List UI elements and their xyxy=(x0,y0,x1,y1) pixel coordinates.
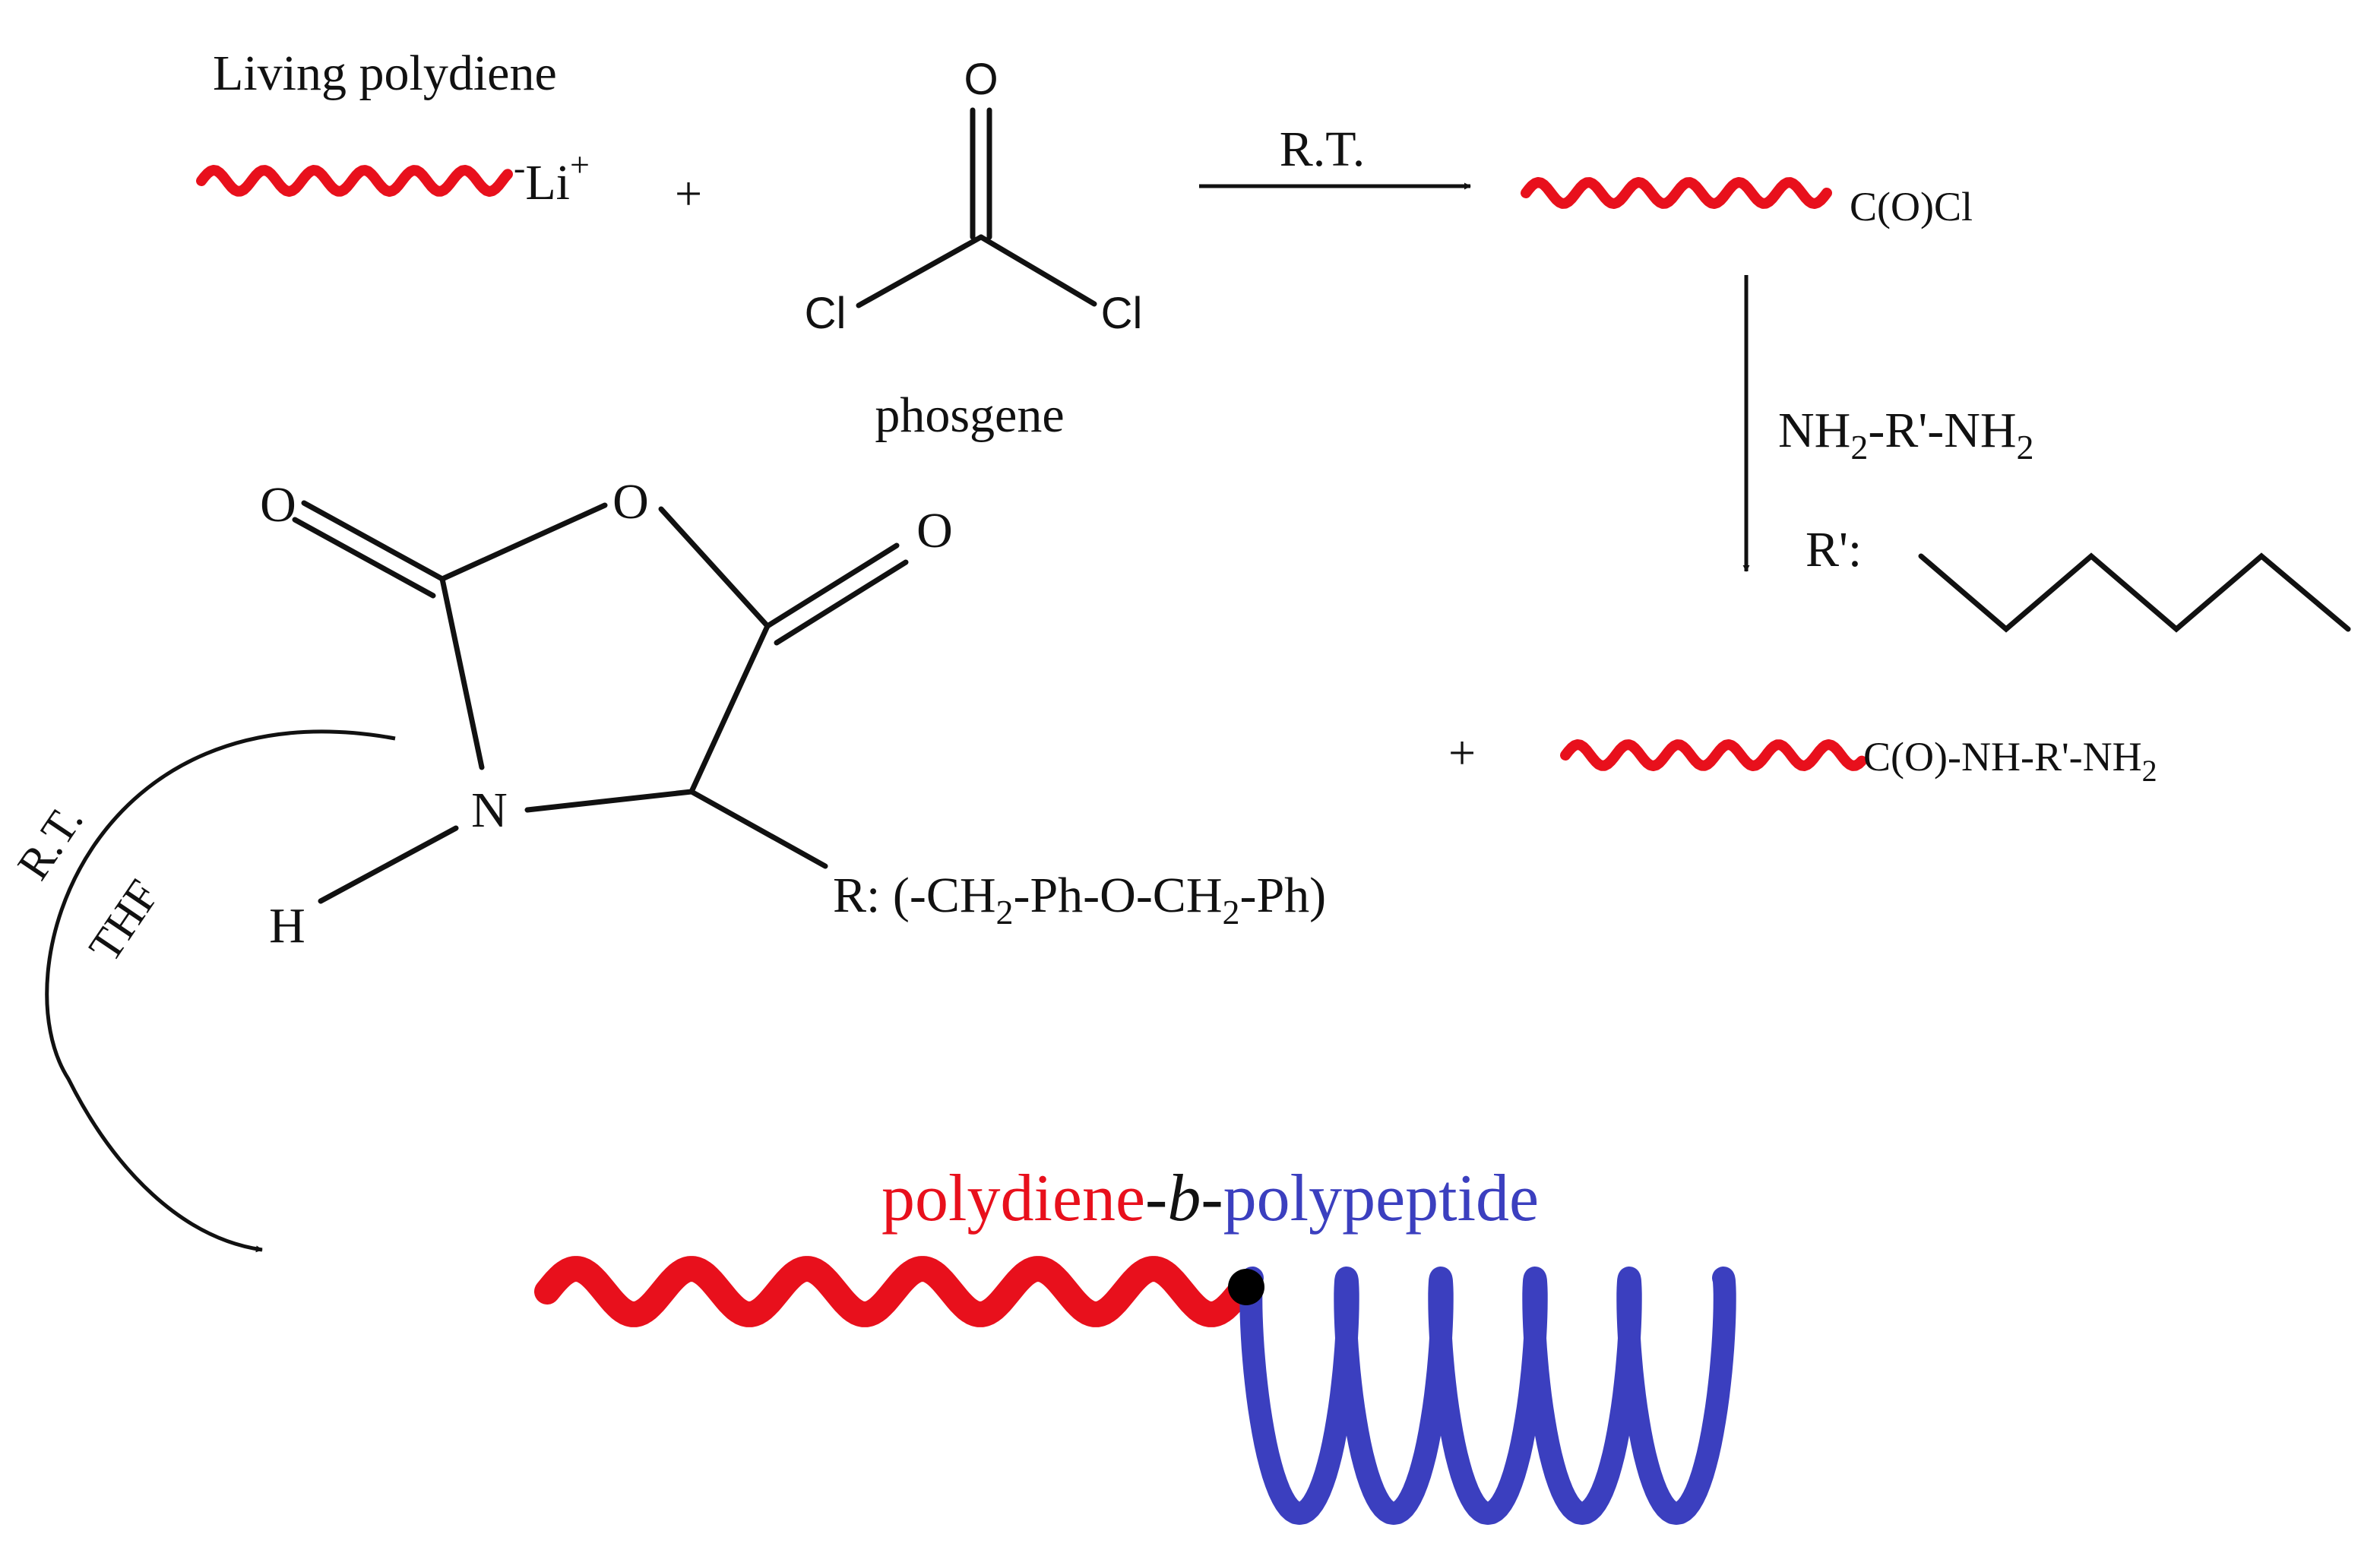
amide-end-subscript: 2 xyxy=(2142,754,2157,788)
li-minus-sign: - xyxy=(514,148,525,187)
nca-carbonyl-right-b xyxy=(774,559,909,646)
r-group-subscript-1: 2 xyxy=(996,893,1014,931)
nca-carbonyl-left-a xyxy=(301,500,445,582)
plus-sign-2: + xyxy=(1448,726,1476,780)
curved-reaction-arrow xyxy=(45,729,396,1253)
phosgene-chlorine-left: Cl xyxy=(805,289,847,338)
thf-solvent: THF xyxy=(79,871,169,970)
rt-condition-curve: R.T. xyxy=(8,796,93,889)
nca-bond-o1-c5 xyxy=(658,506,771,629)
nca-oxygen-right: O xyxy=(916,503,953,558)
diamine-subscript-2: 2 xyxy=(2017,428,2034,466)
phosgene-label: phosgene xyxy=(875,387,1064,443)
product-dash-1: - xyxy=(1145,1162,1167,1235)
polydiene-amide-chain xyxy=(1560,739,1867,771)
nca-bond-c5-c4 xyxy=(688,623,771,795)
nca-bond-c4-n3 xyxy=(524,789,695,813)
nca-carbonyl-right-a xyxy=(764,542,900,629)
nca-r-group: R: (-CH2-Ph-O-CH2-Ph) xyxy=(833,868,1326,931)
nca-bond-n-h xyxy=(318,825,459,904)
r-group-part-c: -Ph) xyxy=(1240,868,1327,923)
r-prime-label: R': xyxy=(1806,522,1862,577)
polydiene-acyl-chloride-chain xyxy=(1521,177,1832,209)
phosgene-chlorine-right: Cl xyxy=(1101,289,1143,338)
nca-nitrogen: N xyxy=(471,783,508,838)
nca-bond-c4-r xyxy=(688,789,828,869)
r-group-part-b: -Ph-O-CH xyxy=(1014,868,1223,923)
nca-bond-c2-o1 xyxy=(439,502,608,582)
nca-bond-n3-c2 xyxy=(439,576,485,770)
diamine-subscript-1: 2 xyxy=(1850,428,1868,466)
nca-oxygen-ring: O xyxy=(612,474,649,530)
r-group-part-a: R: (-CH xyxy=(833,868,996,923)
lithium-counterion: -Li+ xyxy=(514,145,590,210)
product-polypeptide-text: polypeptide xyxy=(1223,1162,1539,1235)
phosgene-oxygen: O xyxy=(964,55,998,104)
product-polypeptide-helix xyxy=(1239,1267,1736,1525)
product-dash-2: - xyxy=(1201,1162,1223,1235)
nca-hydrogen: H xyxy=(269,898,305,954)
diamine-nh: NH xyxy=(1778,403,1850,458)
rt-condition-top: R.T. xyxy=(1280,122,1365,177)
nca-carbonyl-left-b xyxy=(292,517,436,599)
product-b-text: b xyxy=(1167,1162,1201,1235)
product-label: polydiene-b-polypeptide xyxy=(881,1162,1539,1235)
diamine-reagent: NH2-R'-NH2 xyxy=(1778,403,2034,466)
phosgene-bond-left xyxy=(856,234,984,308)
living-polydiene-label: Living polydiene xyxy=(213,46,557,101)
product-polydiene-block xyxy=(534,1256,1256,1327)
r-prime-hexyl-chain xyxy=(1918,552,2351,633)
plus-sign-1: + xyxy=(675,166,702,220)
li-symbol: Li xyxy=(525,155,570,210)
li-plus-sign: + xyxy=(570,145,590,184)
product-polydiene-text: polydiene xyxy=(881,1162,1145,1235)
nca-ring-structure xyxy=(292,500,909,904)
diamine-middle: -R'-NH xyxy=(1868,403,2016,458)
amide-end-group: C(O)-NH-R'-NH2 xyxy=(1863,734,2157,788)
living-polydiene-chain xyxy=(196,165,513,197)
block-junction-dot xyxy=(1228,1269,1264,1305)
phosgene-structure xyxy=(856,107,1097,308)
nca-oxygen-left: O xyxy=(260,477,296,533)
r-group-subscript-2: 2 xyxy=(1223,893,1240,931)
phosgene-bond-right xyxy=(978,234,1097,307)
amide-end-text: C(O)-NH-R'-NH xyxy=(1863,734,2142,780)
acyl-chloride-end-group: C(O)Cl xyxy=(1850,184,1973,229)
